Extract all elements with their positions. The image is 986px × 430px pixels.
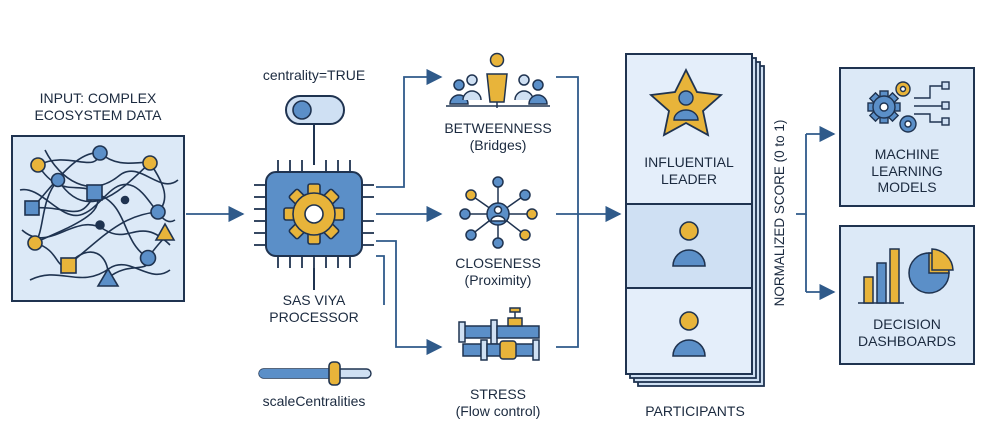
measure-betweenness: BETWEENNESS (Bridges) [430, 120, 566, 153]
participants-caption: PARTICIPANTS [645, 403, 745, 419]
processor-group [254, 95, 374, 386]
measure-sub: (Flow control) [455, 402, 541, 419]
input-title-line1: INPUT: COMPLEX [39, 90, 157, 106]
processor-name: SAS VIYA PROCESSOR [262, 292, 366, 325]
measure-output-arrows [556, 76, 622, 348]
participant-avatar-icon [672, 221, 706, 267]
input-network-panel [11, 135, 185, 302]
participant-avatar-icon [672, 311, 706, 357]
measure-name: STRESS [469, 386, 526, 402]
ml-models-label: MACHINE LEARNING MODELS [840, 146, 974, 196]
slider-thumb[interactable] [328, 361, 341, 386]
leader-label: INFLUENTIAL LEADER [626, 154, 752, 187]
gears-icon [867, 81, 950, 133]
processor-name-line2: PROCESSOR [269, 308, 359, 325]
measure-sub: (Proximity) [464, 271, 532, 288]
scale-centralities-slider[interactable] [258, 361, 372, 386]
measure-stress: STRESS (Flow control) [430, 386, 566, 419]
leader-label-line2: LEADER [660, 170, 718, 187]
measure-name: BETWEENNESS [444, 120, 552, 136]
slider-label: scaleCentralities [262, 393, 366, 409]
dash-label-line2: DASHBOARDS [857, 332, 957, 349]
hub-network-icon [459, 176, 538, 249]
processor-output-arrows [376, 68, 443, 356]
dashboards-label: DECISION DASHBOARDS [840, 316, 974, 349]
score-axis-label: NORMALIZED SCORE (0 to 1) [772, 119, 787, 307]
processor-gear-icon [283, 183, 345, 245]
people-bridge-icon [446, 52, 550, 108]
ml-label-line2: LEARNING [871, 162, 943, 179]
centrality-toggle[interactable] [285, 95, 345, 125]
input-title-line2: ECOSYSTEM DATA [34, 106, 162, 123]
ml-label-line3: MODELS [877, 179, 937, 196]
chip-pins [254, 160, 374, 268]
participant-row-highlight [625, 203, 753, 289]
ml-models-box [839, 67, 975, 207]
ml-label-line1: MACHINE [874, 146, 940, 162]
leader-label-line1: INFLUENTIAL [644, 154, 734, 170]
participants-stack [625, 53, 765, 387]
network-nodes [24, 145, 176, 287]
leader-star-icon [648, 67, 724, 137]
dash-label-line1: DECISION [873, 316, 941, 332]
processor-name-line1: SAS VIYA [282, 292, 346, 308]
dashboard-chart-icon [858, 248, 954, 304]
measure-closeness: CLOSENESS (Proximity) [430, 255, 566, 288]
pipe-valve-icon [458, 307, 540, 361]
dashboards-box [839, 225, 975, 365]
score-output-arrows [796, 125, 836, 301]
input-title: INPUT: COMPLEX ECOSYSTEM DATA [8, 90, 188, 123]
measure-sub: (Bridges) [469, 136, 527, 153]
toggle-label: centrality=TRUE [262, 67, 366, 83]
measure-name: CLOSENESS [455, 255, 541, 271]
